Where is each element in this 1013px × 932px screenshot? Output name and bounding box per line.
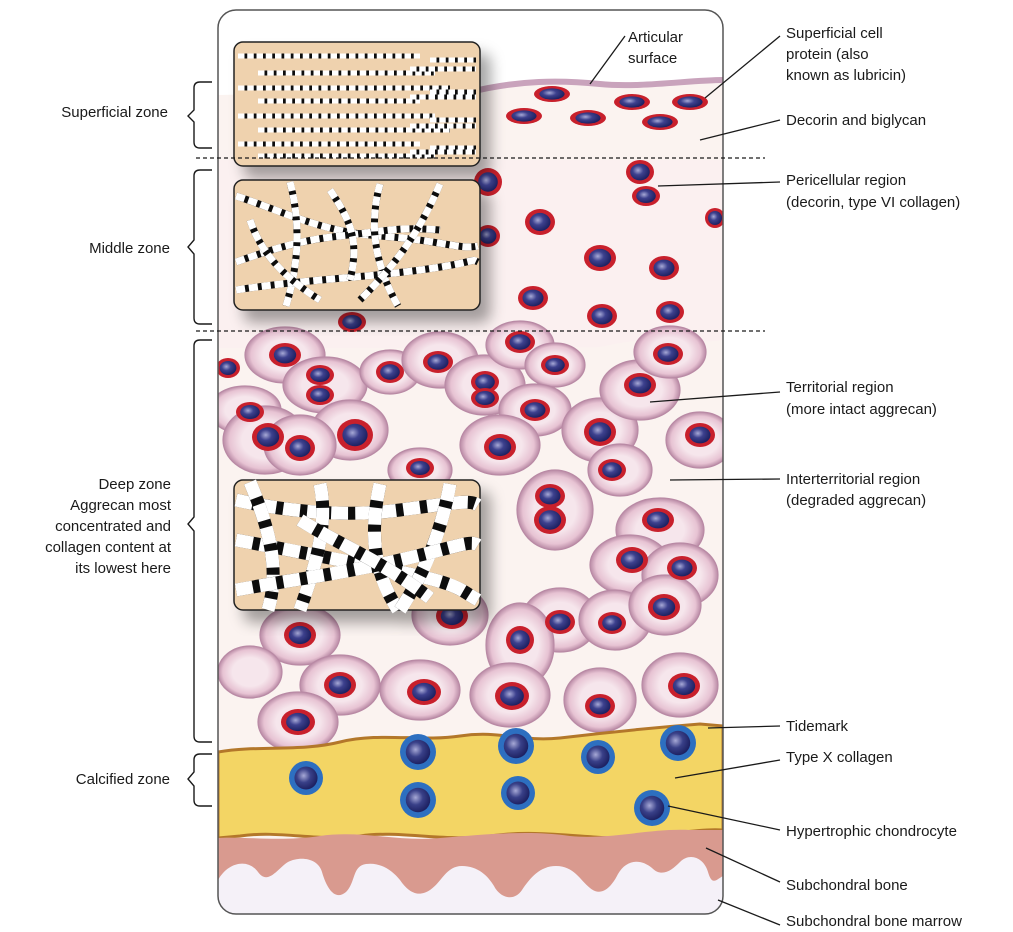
hypertrophic-cell — [660, 725, 696, 761]
chondrocyte — [616, 547, 648, 573]
superficial-zone-label: Superficial zone — [61, 104, 168, 121]
chondrocyte — [337, 419, 373, 451]
chondrocyte — [252, 423, 284, 451]
chondrocyte — [584, 245, 616, 271]
chondrocyte — [668, 673, 700, 699]
hypertrophic-cell — [289, 761, 323, 795]
chondrocyte — [649, 256, 679, 280]
middle-zone-brace — [188, 170, 212, 324]
deep-zone-brace — [188, 340, 212, 742]
chondrocyte — [667, 556, 697, 580]
marrow-leader — [718, 900, 780, 925]
chondrocyte — [614, 94, 650, 110]
subchondral-bone-label: Subchondral bone — [786, 877, 908, 894]
articular-surface-label-line2: surface — [628, 50, 677, 67]
interterritorial-label-line1: Interterritorial region — [786, 471, 920, 488]
chondrocyte — [642, 114, 678, 130]
chondrocyte — [423, 351, 453, 373]
chondrocyte — [506, 626, 534, 654]
chondrocyte — [338, 312, 366, 332]
chondrocyte — [407, 679, 441, 705]
chondrocyte — [525, 209, 555, 235]
tidemark-label: Tidemark — [786, 718, 848, 735]
chondrocyte — [284, 622, 316, 648]
chondrocyte — [306, 365, 334, 385]
chondrocyte — [534, 86, 570, 102]
chondrocyte — [598, 459, 626, 481]
deep-zone-label-line5: its lowest here — [75, 560, 171, 577]
chondrocyte — [406, 458, 434, 478]
deep-zone-label-line4: collagen content at — [45, 539, 172, 556]
chondrocyte — [324, 672, 356, 698]
chondrocyte — [236, 402, 264, 422]
deep-zone-label-line3: concentrated and — [55, 518, 171, 535]
hypertrophic-cell — [501, 776, 535, 810]
calcified-zone-brace — [188, 754, 212, 806]
chondrocyte — [518, 286, 548, 310]
chondrocyte — [216, 358, 240, 378]
hypertrophic-cell — [634, 790, 670, 826]
chondrocyte — [648, 594, 680, 620]
chondrocyte — [585, 694, 615, 718]
interterritorial-label-line2: (degraded aggrecan) — [786, 492, 926, 509]
territorial-label-line1: Territorial region — [786, 379, 894, 396]
chondrocyte — [653, 343, 683, 365]
calcified-zone-label: Calcified zone — [76, 771, 170, 788]
chondrocyte — [632, 186, 660, 206]
collagen-inset-middle — [234, 180, 480, 310]
hypertrophic-cell — [581, 740, 615, 774]
chondrocyte — [534, 506, 566, 534]
chondrocyte — [506, 108, 542, 124]
collagen-inset-deep — [234, 480, 480, 610]
collagen-inset-superficial — [234, 42, 480, 166]
hypertrophic-chondrocyte-label: Hypertrophic chondrocyte — [786, 823, 957, 840]
chondrocyte — [376, 361, 404, 383]
articular-surface-label-line1: Articular — [628, 29, 683, 46]
territorial-halo — [218, 646, 282, 698]
decorin-label: Decorin and biglycan — [786, 112, 926, 129]
chondrocyte — [484, 434, 516, 460]
hypertrophic-cell — [400, 782, 436, 818]
chondrocyte — [306, 385, 334, 405]
lubricin-label-line2: protein (also — [786, 46, 869, 63]
middle-zone-label: Middle zone — [89, 240, 170, 257]
deep-zone-label-line2: Aggrecan most — [70, 497, 172, 514]
pericellular-label-line1: Pericellular region — [786, 172, 906, 189]
hypertrophic-cell — [400, 734, 436, 770]
chondrocyte — [685, 423, 715, 447]
lubricin-label-line1: Superficial cell — [786, 25, 883, 42]
type-x-collagen-label: Type X collagen — [786, 749, 893, 766]
chondrocyte — [642, 508, 674, 532]
chondrocyte — [541, 355, 569, 375]
chondrocyte — [598, 612, 626, 634]
deep-zone-label-line1: Deep zone — [98, 476, 171, 493]
chondrocyte — [624, 373, 656, 397]
territorial-label-line2: (more intact aggrecan) — [786, 401, 937, 418]
chondrocyte — [505, 331, 535, 353]
chondrocyte — [281, 709, 315, 735]
tissue-block — [209, 10, 734, 914]
chondrocyte — [471, 388, 499, 408]
chondrocyte — [545, 610, 575, 634]
chondrocyte — [656, 301, 684, 323]
chondrocyte — [672, 94, 708, 110]
subchondral-bone-marrow-label: Subchondral bone marrow — [786, 913, 962, 930]
chondrocyte — [570, 110, 606, 126]
pericellular-label-line2: (decorin, type VI collagen) — [786, 194, 960, 211]
chondrocyte — [705, 208, 725, 228]
superficial-zone-brace — [188, 82, 212, 148]
hypertrophic-cell — [498, 728, 534, 764]
lubricin-label-line3: known as lubricin) — [786, 67, 906, 84]
chondrocyte — [520, 399, 550, 421]
chondrocyte — [587, 304, 617, 328]
chondrocyte — [626, 160, 654, 184]
chondrocyte — [269, 343, 301, 367]
chondrocyte — [285, 435, 315, 461]
chondrocyte — [584, 418, 616, 446]
chondrocyte — [495, 682, 529, 710]
chondrocyte — [535, 484, 565, 508]
